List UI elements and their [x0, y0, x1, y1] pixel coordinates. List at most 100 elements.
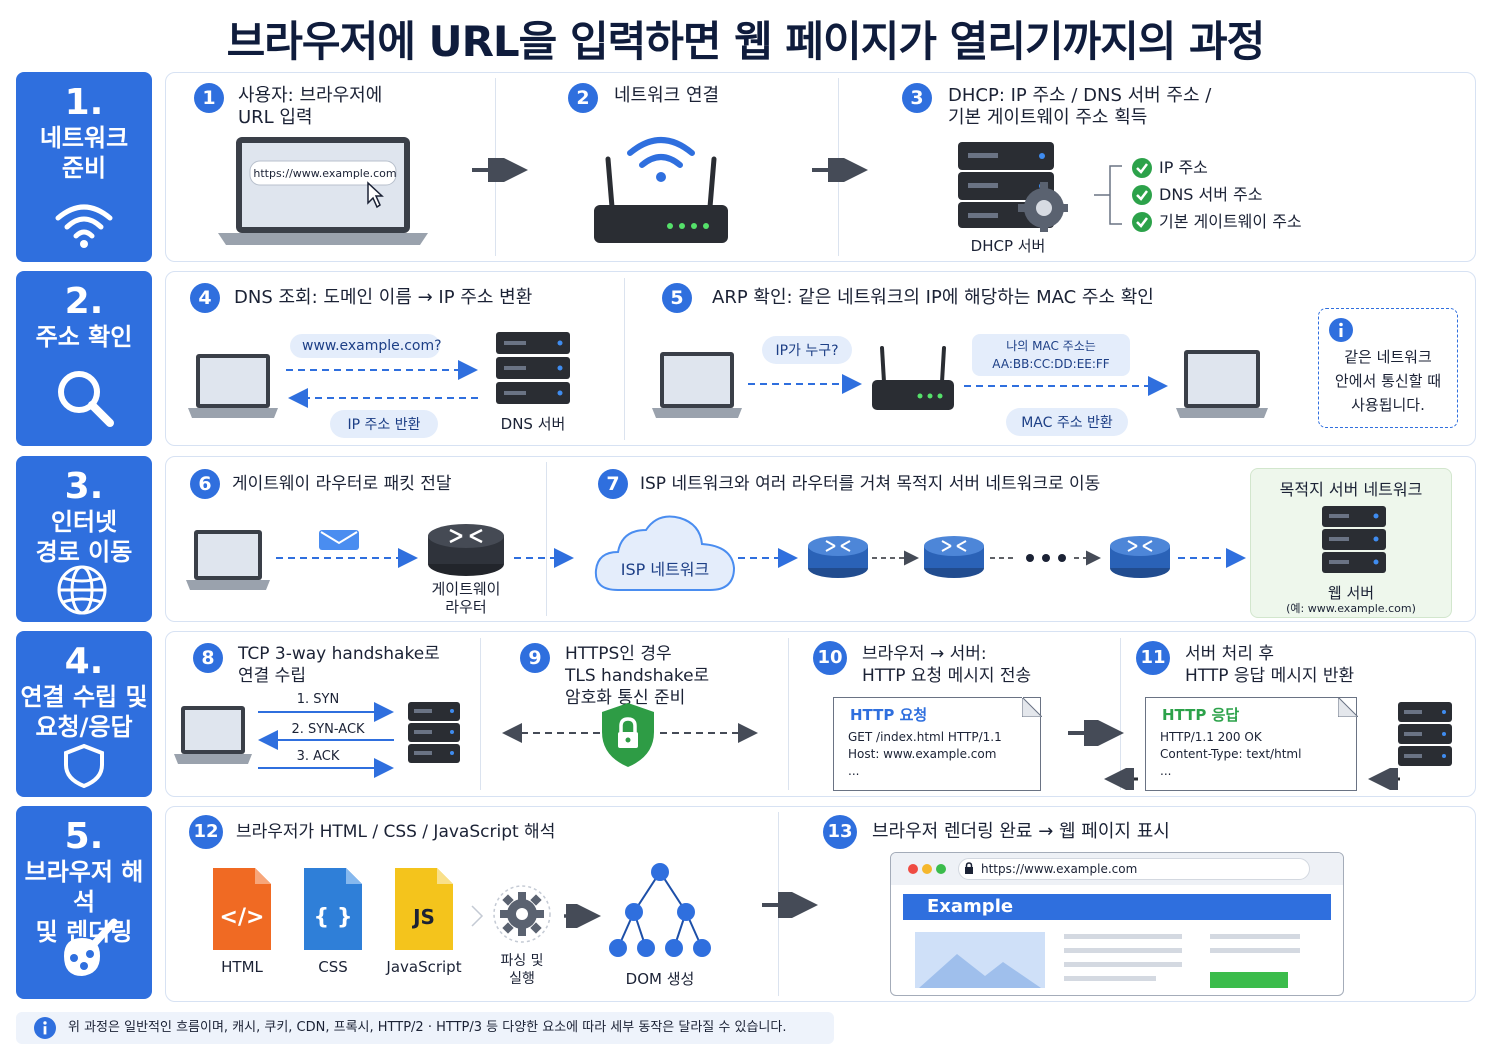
arp-arrow-1 [748, 374, 862, 394]
paint-icon [64, 918, 118, 976]
step-13-badge: 13 [823, 815, 857, 849]
response-arrow-in [1104, 768, 1138, 790]
step-10-text: 브라우저 → 서버:HTTP 요청 메시지 전송 [862, 644, 1032, 686]
ack-label: 3. ACK [296, 749, 340, 764]
step-12-badge: 12 [189, 815, 223, 849]
http-request-title: HTTP 요청 [850, 706, 928, 724]
css-file-icon: { } [304, 868, 362, 950]
image-placeholder-icon [915, 932, 1045, 988]
globe-icon [57, 565, 107, 615]
dom-tree-icon [609, 863, 711, 957]
section-2-label: 2. 주소 확인 [16, 271, 152, 446]
dns-server-label: DNS 서버 [500, 415, 566, 433]
arp-reply-pill: MAC 주소 반환 [1006, 408, 1128, 436]
laptop-icon [188, 354, 278, 418]
svg-text:</>: </> [220, 905, 265, 930]
isp-router-arrow [738, 548, 798, 568]
web-server-example: (예: www.example.com) [1286, 602, 1416, 615]
laptop-icon [652, 352, 742, 418]
parse-dom-arrow [564, 904, 601, 928]
doc-fold [1338, 697, 1358, 717]
step-13-text: 브라우저 렌더링 완료 → 웹 페이지 표시 [872, 821, 1170, 842]
packet-arrow [276, 548, 418, 568]
laptop-icon [174, 706, 252, 764]
section-4-label: 4. 연결 수립 및 요청/응답 [16, 631, 152, 797]
laptop-icon [1176, 350, 1268, 418]
server-icon [1398, 702, 1452, 766]
window-controls [908, 864, 946, 874]
step-3-text: DHCP: IP 주소 / DNS 서버 주소 /기본 게이트웨이 주소 획득 [948, 85, 1212, 128]
js-label: JavaScript [386, 958, 462, 976]
section-3-label: 3. 인터넷 경로 이동 [16, 456, 152, 622]
step-6-text: 게이트웨이 라우터로 패킷 전달 [232, 474, 452, 494]
arp-arrow-2 [964, 376, 1168, 396]
html-label: HTML [221, 958, 263, 976]
lock-shield-icon [602, 703, 654, 767]
router-icon [924, 536, 984, 578]
check-item-gateway: 기본 게이트웨이 주소 [1159, 212, 1302, 231]
http-response-doc: HTTP 응답 HTTP/1.1 200 OK Content-Type: te… [1145, 697, 1357, 791]
text-lines-placeholder [1064, 934, 1300, 988]
dns-reply-pill: IP 주소 반환 [330, 410, 438, 438]
dhcp-server-icon [958, 142, 1068, 232]
dns-query-pill: www.example.com? [290, 334, 442, 358]
dhcp-bracket [1094, 165, 1122, 225]
server-icon [408, 702, 460, 763]
svg-text:JS: JS [411, 905, 435, 929]
browser-address-bar[interactable]: https://www.example.com [958, 858, 1310, 880]
gateway-isp-arrow [514, 548, 574, 568]
wifi-icon [55, 204, 113, 248]
handshake-arrows [258, 702, 394, 778]
arrow-2-3 [812, 158, 868, 182]
step-8-badge: 8 [193, 643, 223, 673]
web-server-label: 웹 서버 [1327, 584, 1375, 602]
step-5-badge: 5 [662, 283, 692, 313]
check-item-ip: IP 주소 [1159, 158, 1208, 177]
url-input[interactable]: https://www.example.com [253, 167, 397, 180]
step-7-badge: 7 [598, 469, 628, 499]
search-icon [58, 371, 114, 427]
check-item-dns: DNS 서버 주소 [1159, 185, 1263, 204]
info-icon [1329, 318, 1353, 342]
css-label: CSS [318, 958, 348, 976]
step-9-badge: 9 [520, 643, 550, 673]
info-icon [34, 1017, 56, 1039]
router-icon [1110, 536, 1170, 578]
dns-arrows [286, 360, 478, 408]
render-arrow [762, 892, 818, 918]
shield-icon [64, 743, 104, 789]
doc-fold [1022, 697, 1042, 717]
arp-query-pill: IP가 누구? [762, 336, 852, 364]
section-1-label: 1. 네트워크 준비 [16, 72, 152, 262]
section-5-label: 5. 브라우저 해석 및 렌더링 [16, 806, 152, 999]
step-2-text: 네트워크 연결 [614, 85, 720, 106]
web-server-icon [1322, 506, 1386, 573]
step-5-text: ARP 확인: 같은 네트워크의 IP에 해당하는 MAC 주소 확인 [712, 287, 1154, 308]
js-file-icon: JS [395, 868, 453, 950]
router-link-arrow [872, 550, 919, 566]
step-2-badge: 2 [568, 83, 598, 113]
step-11-badge: 11 [1136, 641, 1170, 675]
arrow-1-2 [472, 158, 528, 182]
tls-arrows [502, 723, 758, 743]
http-response-title: HTTP 응답 [1162, 706, 1240, 724]
envelope-icon [319, 530, 359, 550]
response-arrow [1368, 768, 1400, 790]
footer-note: 위 과정은 일반적인 흐름이며, 캐시, 쿠키, CDN, 프록시, HTTP/… [16, 1012, 834, 1044]
step-4-badge: 4 [190, 283, 220, 313]
step-3-badge: 3 [902, 83, 932, 113]
step-4-text: DNS 조회: 도메인 이름 → IP 주소 변환 [234, 287, 533, 308]
laptop-icon [186, 530, 270, 590]
check-icon [1132, 158, 1152, 178]
wifi-router-icon [594, 137, 728, 243]
isp-cloud-icon [594, 515, 736, 591]
isp-network-label: ISP 네트워크 [620, 560, 710, 579]
step-10-badge: 10 [813, 641, 847, 675]
